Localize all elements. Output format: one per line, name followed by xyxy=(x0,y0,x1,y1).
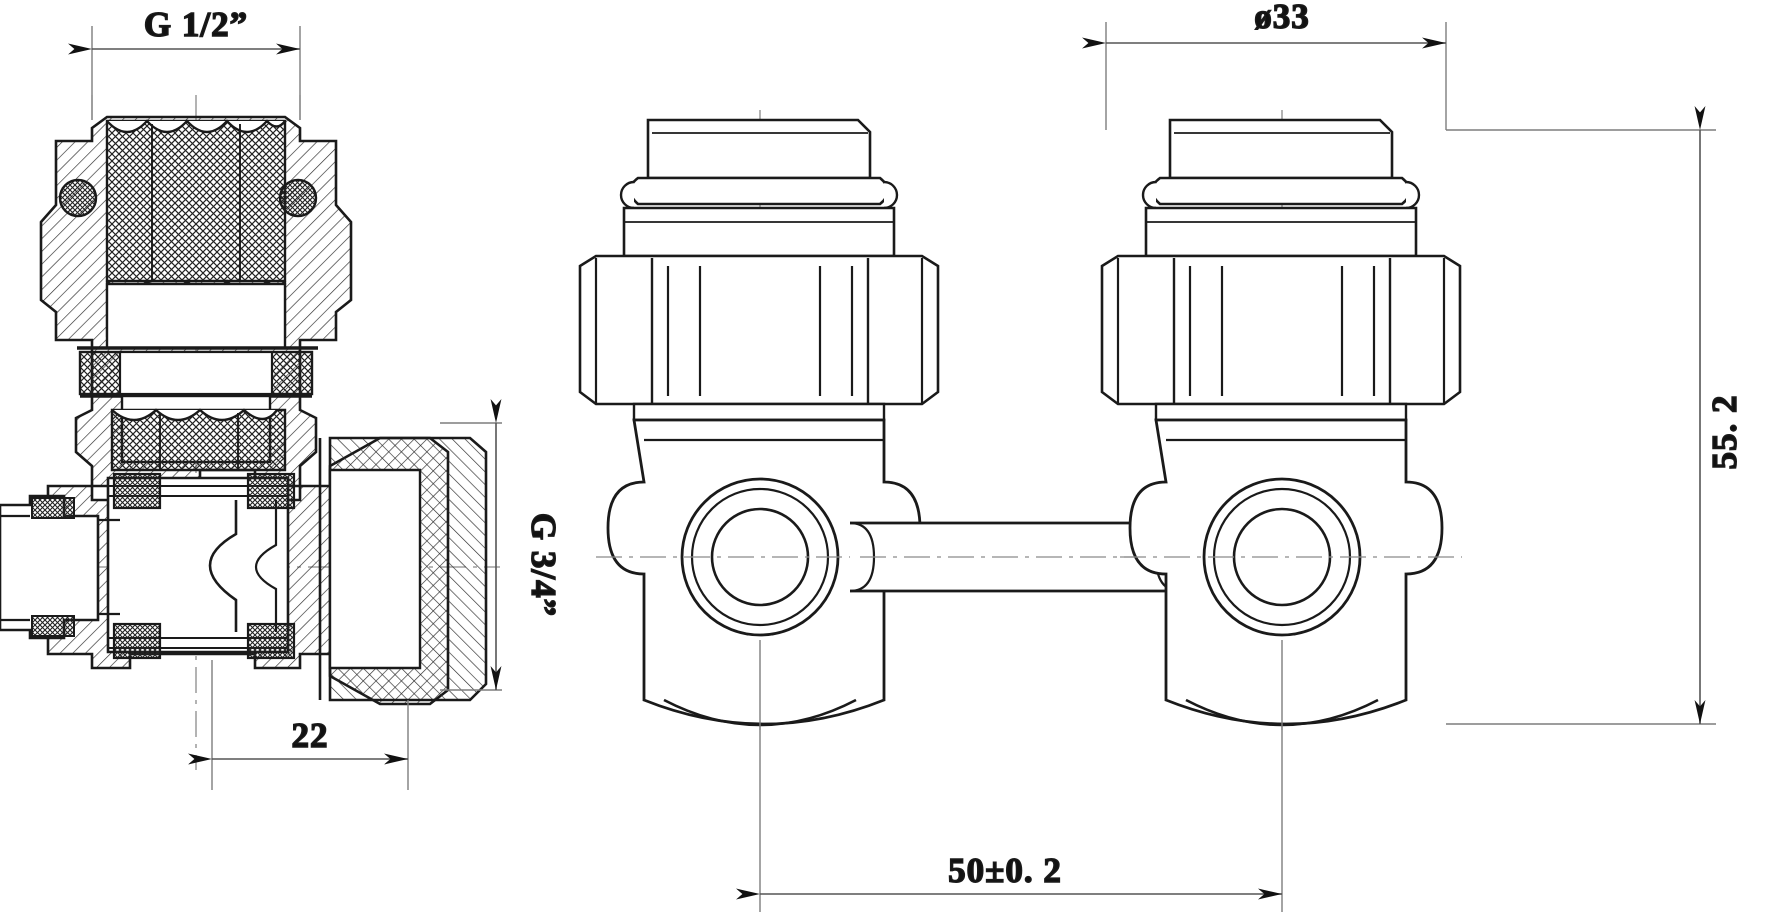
shoulder-band-right xyxy=(1144,206,1418,258)
dimension-layer: G 1/2” ø33 55. 2 G 3/4” 22 xyxy=(68,0,1745,912)
rounded-collar xyxy=(628,176,890,206)
neck xyxy=(632,402,886,422)
dim-label-centers: 50±0. 2 xyxy=(948,851,1062,890)
seal-seat-lower-right xyxy=(246,622,296,660)
lower-stem-scallops xyxy=(111,408,278,422)
seal-seat-upper-right xyxy=(246,472,296,510)
dim-height-right: 55. 2 xyxy=(1446,106,1745,725)
middle-elevation-view xyxy=(578,110,940,730)
shoulder-band xyxy=(622,206,896,258)
top-spigot-right xyxy=(1168,118,1394,180)
dim-label-height: 55. 2 xyxy=(1705,395,1744,470)
threaded-stem-crosshatch xyxy=(105,119,287,283)
seal-seat-upper-left xyxy=(112,472,162,510)
neck-right xyxy=(1154,402,1408,422)
dim-centers-bottom: 50±0. 2 xyxy=(736,640,1283,912)
dim-label-diameter: ø33 xyxy=(1254,0,1310,36)
valve-plug-inner xyxy=(255,500,278,632)
right-elevation-view xyxy=(1100,110,1462,730)
seal-seat-lower-left xyxy=(112,622,162,660)
dim-label-width: 22 xyxy=(292,716,329,755)
outlet-bore xyxy=(328,468,422,670)
side-port-seal-bottom xyxy=(31,615,75,637)
dim-label-thread-lower: G 3/4” xyxy=(524,513,563,617)
rounded-collar-right xyxy=(1150,176,1412,206)
left-side-port xyxy=(0,494,100,640)
stem-collar xyxy=(105,282,287,350)
dim-thread-lower-left: G 3/4” xyxy=(440,399,564,691)
hex-nut-right xyxy=(1100,254,1462,406)
dim-width-bottom-left: 22 xyxy=(188,660,409,790)
dim-label-thread-top-left: G 1/2” xyxy=(144,5,248,44)
side-port-seal-top xyxy=(31,497,75,519)
top-spigot xyxy=(646,118,872,180)
dim-diameter-top-right: ø33 xyxy=(1082,0,1447,130)
o-ring-left xyxy=(58,178,98,218)
dim-thread-top-left: G 1/2” xyxy=(68,4,301,120)
hex-nut xyxy=(578,254,940,406)
o-ring-right xyxy=(278,178,318,218)
left-section-view xyxy=(0,95,500,770)
valve-plug-profile xyxy=(208,500,238,632)
packing-washer-bore xyxy=(118,350,274,396)
